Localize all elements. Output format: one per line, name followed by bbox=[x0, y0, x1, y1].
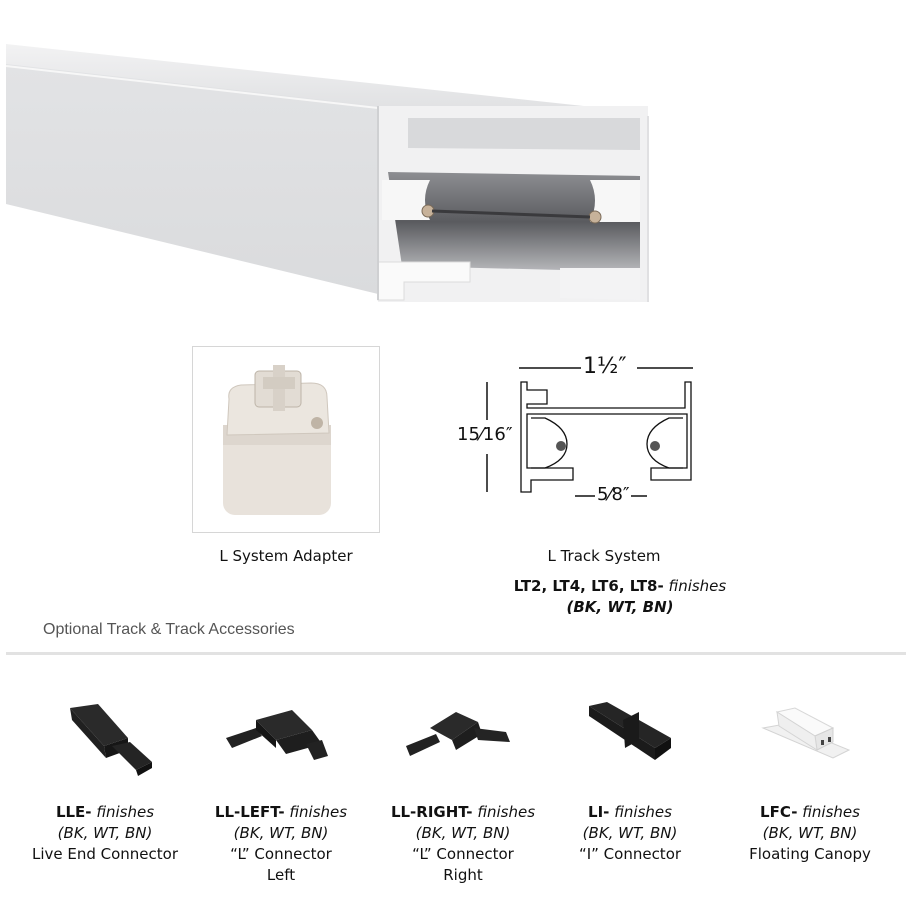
finishes-codes: (BK, WT, BN) bbox=[566, 598, 674, 616]
accessory-description: “L” Connector bbox=[412, 845, 514, 863]
accessory-code: LL-RIGHT- bbox=[390, 803, 473, 821]
live-end-connector-photo bbox=[20, 690, 190, 790]
track-system-label: L Track System bbox=[547, 547, 661, 565]
finishes-word: finishes bbox=[802, 803, 860, 821]
height-dimension: 15⁄16″ bbox=[457, 424, 513, 445]
accessory-lfc: LFC- finishes (BK, WT, BN) Floating Cano… bbox=[725, 690, 895, 865]
accessory-li: LI- finishes (BK, WT, BN) “I” Connector bbox=[545, 690, 715, 865]
accessory-description: Live End Connector bbox=[31, 845, 179, 863]
finishes-word: finishes bbox=[614, 803, 672, 821]
finishes-codes: (BK, WT, BN) bbox=[582, 824, 678, 842]
finishes-word: finishes bbox=[477, 803, 536, 821]
accessory-code: LI- bbox=[588, 803, 610, 821]
section-title: Optional Track & Track Accessories bbox=[43, 621, 295, 638]
accessory-description-2: Left bbox=[266, 866, 296, 884]
finishes-codes: (BK, WT, BN) bbox=[57, 824, 153, 842]
finishes-word: finishes bbox=[96, 803, 155, 821]
l-connector-right-photo bbox=[378, 690, 548, 790]
l-system-adapter-photo bbox=[223, 365, 331, 515]
opening-dimension: 5⁄8″ bbox=[597, 484, 630, 505]
track-system-models: LT2, LT4, LT6, LT8- finishes (BK, WT, BN… bbox=[470, 576, 770, 618]
accessory-description-2: Right bbox=[443, 866, 483, 884]
track-rail-photo bbox=[0, 30, 660, 310]
adapter-photo-frame bbox=[192, 346, 380, 533]
finishes-codes: (BK, WT, BN) bbox=[233, 824, 329, 842]
track-dimension-diagram: 1½″ 15⁄16″ 5⁄8″ bbox=[455, 352, 705, 512]
i-connector-photo bbox=[545, 690, 715, 790]
l-connector-left-photo bbox=[196, 690, 366, 790]
adapter-label: L System Adapter bbox=[219, 547, 353, 565]
accessory-code: LLE- bbox=[55, 803, 92, 821]
accessory-code: LFC- bbox=[760, 803, 798, 821]
finishes-word: finishes bbox=[289, 803, 348, 821]
accessory-description: “L” Connector bbox=[230, 845, 332, 863]
finishes-word: finishes bbox=[668, 577, 727, 595]
accessory-ll-right: LL-RIGHT- finishes (BK, WT, BN) “L” Conn… bbox=[378, 690, 548, 886]
finishes-codes: (BK, WT, BN) bbox=[415, 824, 511, 842]
accessory-ll-left: LL-LEFT- finishes (BK, WT, BN) “L” Conne… bbox=[196, 690, 366, 886]
floating-canopy-photo bbox=[725, 690, 895, 790]
finishes-codes: (BK, WT, BN) bbox=[762, 824, 858, 842]
width-dimension: 1½″ bbox=[583, 354, 627, 379]
accessory-code: LL-LEFT- bbox=[214, 803, 285, 821]
model-codes: LT2, LT4, LT6, LT8- bbox=[513, 577, 664, 595]
accessory-lle: LLE- finishes (BK, WT, BN) Live End Conn… bbox=[20, 690, 190, 865]
section-divider bbox=[6, 652, 906, 655]
accessory-description: Floating Canopy bbox=[749, 845, 871, 863]
accessory-description: “I” Connector bbox=[578, 845, 682, 863]
